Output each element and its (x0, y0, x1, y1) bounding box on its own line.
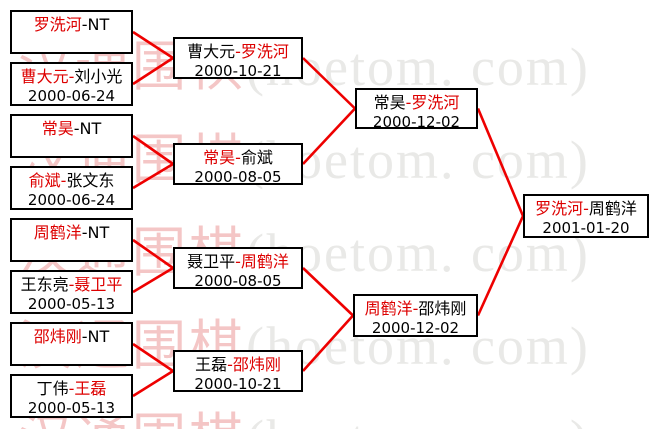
player-name-winner: 邵炜刚 (33, 327, 82, 346)
player-name: -NT (81, 15, 110, 34)
player-name-winner: -王磊 (68, 379, 107, 398)
bracket-connector-r1b1-to-r2b1 (132, 30, 174, 60)
match-players: 丁伟-王磊 (12, 379, 131, 399)
bracket-connector-r2b4-to-r3b2 (302, 314, 354, 372)
match-date: 2000-06-24 (27, 87, 116, 105)
match-box-r1b7: 邵炜刚-NT (10, 322, 133, 366)
player-name: 王东亮 (20, 275, 69, 294)
match-players: 王东亮-聂卫平 (12, 275, 131, 295)
match-box-r1b5: 周鹤洋-NT (10, 218, 133, 262)
match-date: 2000-08-05 (194, 168, 282, 186)
match-box-r1b1: 罗洗河-NT (10, 10, 133, 54)
bracket-connector-r2b2-to-r3b1 (302, 107, 356, 165)
bracket-connector-r2b3-to-r3b2 (302, 267, 354, 317)
match-date: 2000-12-02 (372, 113, 461, 131)
player-name-winner: -邵炜刚 (227, 355, 281, 374)
match-date: 2000-05-13 (27, 399, 116, 417)
match-players: 周鹤洋-NT (12, 223, 131, 243)
match-players: 邵炜刚-NT (12, 327, 131, 347)
bracket-connector-r1b5-to-r2b3 (132, 238, 174, 270)
watermark-latin-text: (hoetom. com) (246, 409, 590, 429)
bracket-connector-r1b2-to-r2b1 (132, 56, 174, 86)
player-name: -NT (81, 327, 110, 346)
match-players: 曹大元-罗洗河 (175, 42, 301, 62)
player-name-winner: -周鹤洋 (235, 252, 289, 271)
player-name: -NT (73, 119, 102, 138)
bracket-connector-r1b8-to-r2b4 (132, 369, 174, 398)
match-players: 罗洗河-周鹤洋 (525, 199, 647, 219)
player-name: 张文东 (66, 171, 115, 190)
match-players: 常昊-NT (12, 119, 131, 139)
bracket-connector-r2b1-to-r3b1 (302, 57, 356, 110)
player-name-winner: 常昊 (41, 119, 74, 138)
match-date: 2000-10-21 (194, 375, 282, 393)
bracket-connector-r1b3-to-r2b2 (132, 134, 174, 166)
match-box-r1b3: 常昊-NT (10, 114, 133, 158)
match-players: 俞斌-张文东 (12, 171, 131, 191)
player-name-winner: -聂卫平 (68, 275, 123, 294)
player-name: 曹大元 (187, 42, 236, 61)
bracket-connector-r1b7-to-r2b4 (132, 342, 174, 373)
player-name-winner: 周鹤洋 (33, 223, 82, 242)
player-name: 周鹤洋 (588, 199, 637, 218)
match-date: 2000-06-24 (27, 191, 116, 209)
player-name-winner: 周鹤洋- (364, 299, 419, 318)
player-name: -NT (81, 223, 110, 242)
player-name: 邵炜刚 (418, 299, 467, 318)
player-name: 王磊 (195, 355, 228, 374)
player-name-winner: -罗洗河 (235, 42, 289, 61)
bracket-connector-r3b2-to-f1 (476, 215, 525, 317)
match-players: 聂卫平-周鹤洋 (175, 252, 301, 272)
player-name-winner: 罗洗河 (33, 15, 82, 34)
match-players: 周鹤洋-邵炜刚 (355, 299, 476, 319)
player-name: 聂卫平 (187, 252, 236, 271)
match-date: 2000-12-02 (371, 319, 460, 337)
player-name: 俞斌 (240, 148, 273, 167)
match-date: 2000-08-05 (194, 272, 282, 290)
player-name-winner: 曹大元- (20, 67, 75, 86)
match-players: 曹大元-刘小光 (12, 67, 131, 87)
bracket-connector-r1b4-to-r2b2 (132, 162, 174, 190)
player-name-winner: -罗洗河 (405, 93, 460, 112)
match-players: 罗洗河-NT (12, 15, 131, 35)
bracket-connector-r1b6-to-r2b3 (132, 266, 174, 294)
player-name: 刘小光 (74, 67, 123, 86)
match-date: 2001-01-20 (542, 219, 630, 237)
match-date: 2000-05-13 (27, 295, 116, 313)
match-players: 常昊-罗洗河 (357, 93, 476, 113)
match-date: 2000-10-21 (194, 62, 282, 80)
bracket-connector-r3b1-to-f1 (476, 107, 525, 217)
player-name-winner: 俞斌- (28, 171, 67, 190)
player-name: 常昊 (373, 93, 406, 112)
match-players: 常昊-俞斌 (175, 148, 301, 168)
player-name-winner: 罗洗河- (535, 199, 589, 218)
player-name: 丁伟 (36, 379, 69, 398)
player-name-winner: 常昊- (203, 148, 241, 167)
match-players: 王磊-邵炜刚 (175, 355, 301, 375)
